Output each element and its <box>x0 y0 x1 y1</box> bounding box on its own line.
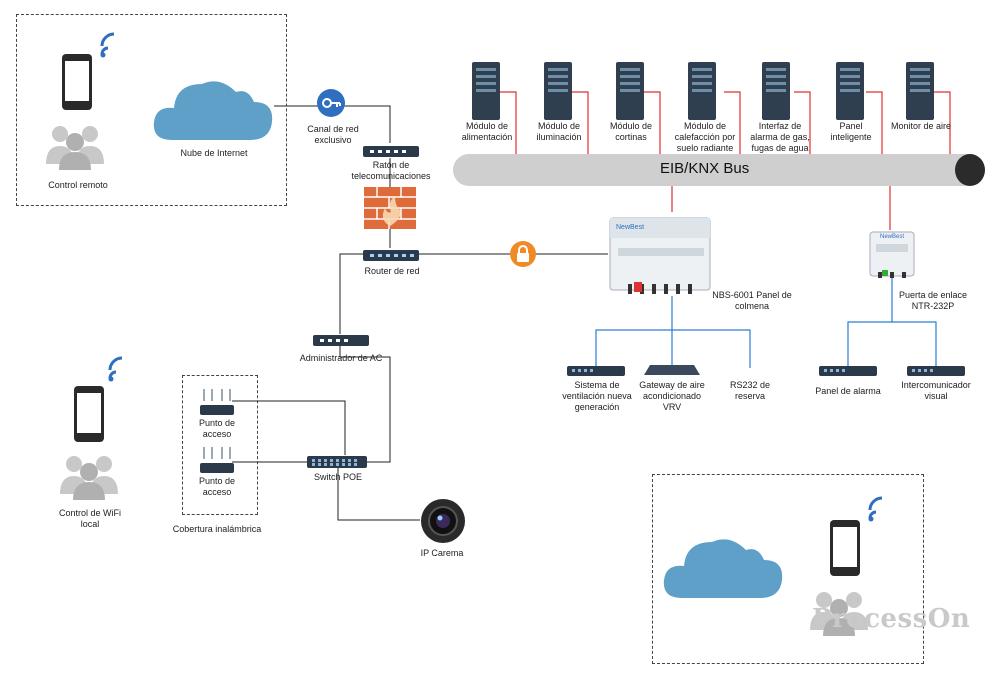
server-module-icon <box>688 62 716 120</box>
wifi-icon <box>100 32 115 58</box>
router-to-ac-line <box>339 253 370 334</box>
knx-link-4 <box>724 91 741 156</box>
knx-link-1 <box>500 91 517 156</box>
users-group-icon <box>60 456 118 500</box>
gateway-device-icon <box>869 231 915 278</box>
bottom-right-box <box>652 474 924 664</box>
access-point-icon <box>200 447 234 473</box>
module-label: Módulo de alimentación <box>461 121 513 142</box>
local-wifi-control-label: Control de WiFi local <box>58 508 121 529</box>
server-module-icon <box>616 62 644 120</box>
server-module-icon <box>836 62 864 120</box>
users-group-icon <box>810 592 868 636</box>
hive-panel-brand: NewBest <box>616 224 645 231</box>
hive-child-label: RS232 de reserva <box>729 380 771 401</box>
knx-link-2 <box>572 91 589 156</box>
network-router-icon <box>363 250 419 261</box>
internet-to-telecom-line <box>274 105 391 143</box>
hive-child-label: Gateway de aire acondicionado VRV <box>639 380 705 412</box>
knx-bus-end-cap <box>955 154 985 186</box>
switch-to-camera-line <box>337 468 420 521</box>
access-point-1-label: Punto de acceso <box>198 418 236 439</box>
server-module-icon <box>472 62 500 120</box>
network-router-label: Router de red <box>364 266 420 276</box>
gateway-child-label: Intercomunicador visual <box>901 380 971 401</box>
lock-icon <box>510 241 536 267</box>
remote-control-box <box>16 14 287 206</box>
camera-icon <box>421 499 465 543</box>
smartphone-icon <box>62 54 92 110</box>
server-module-icon <box>544 62 572 120</box>
poe-switch-icon <box>307 456 367 468</box>
internet-cloud-label: Nube de Internet <box>180 148 248 158</box>
ventilation-device-icon <box>567 366 625 376</box>
module-label: Panel inteligente <box>830 121 872 142</box>
knx-bus-label: EIB/KNX Bus <box>660 160 750 177</box>
telecom-router-icon <box>363 146 419 157</box>
wifi-icon <box>868 496 883 522</box>
cloud-icon <box>663 539 783 598</box>
smartphone-icon <box>830 520 860 576</box>
hive-to-rs232-line <box>672 329 751 368</box>
ac-controller-icon <box>313 335 369 346</box>
hive-to-ventilation-line <box>595 296 673 368</box>
server-module-icon <box>762 62 790 120</box>
telecom-router-label: Ratón de telecomunicaciones <box>351 160 431 181</box>
users-group-icon <box>46 126 104 170</box>
knx-bus <box>453 154 983 186</box>
knx-link-7 <box>934 91 951 156</box>
knx-link-3 <box>644 91 661 156</box>
access-point-icon <box>200 389 234 415</box>
hive-child-label: Sistema de ventilación nueva generación <box>562 380 632 412</box>
ip-camera-label: IP Carema <box>420 548 464 558</box>
module-label: Módulo de iluminación <box>536 121 582 142</box>
wifi-icon <box>108 356 123 382</box>
alarm-panel-icon <box>819 366 877 376</box>
intercom-icon <box>907 366 965 376</box>
poe-switch-label: Switch POE <box>313 472 362 482</box>
hive-panel-icon <box>609 217 711 294</box>
module-label: Módulo de calefacción por suelo radiante <box>674 121 736 153</box>
key-icon <box>317 89 345 117</box>
gateway-brand: NewBest <box>880 234 905 240</box>
gateway-to-alarm-line <box>847 278 893 368</box>
hive-panel-label: NBS-6001 Panel de colmena <box>712 290 792 311</box>
firewall-icon <box>364 187 416 229</box>
gateway-child-label: Panel de alarma <box>815 386 881 396</box>
module-label: Módulo de cortinas <box>609 121 653 142</box>
wireless-coverage-box <box>182 375 258 515</box>
ac-controller-label: Administrador de AC <box>299 353 383 363</box>
ap1-to-switch-line <box>232 400 346 455</box>
knx-link-6 <box>866 91 883 156</box>
cloud-icon <box>153 81 273 140</box>
smartphone-icon <box>74 386 104 442</box>
server-module-icon <box>906 62 934 120</box>
ac-to-switch-line <box>339 346 391 463</box>
remote-control-label: Control remoto <box>48 180 108 190</box>
watermark: ProcessOn <box>812 604 971 634</box>
wireless-coverage-label: Cobertura inalámbrica <box>172 524 262 534</box>
vrv-gateway-icon <box>644 365 700 375</box>
gateway-to-intercom-line <box>892 321 937 368</box>
module-label: Interfaz de alarma de gas, fugas de agua <box>750 121 810 153</box>
gateway-label: Puerta de enlace NTR-232P <box>898 290 968 311</box>
dedicated-channel-label: Canal de red exclusivo <box>307 124 359 145</box>
module-label: Monitor de aire <box>890 121 952 131</box>
access-point-2-label: Punto de acceso <box>198 476 236 497</box>
knx-link-5 <box>794 91 811 156</box>
